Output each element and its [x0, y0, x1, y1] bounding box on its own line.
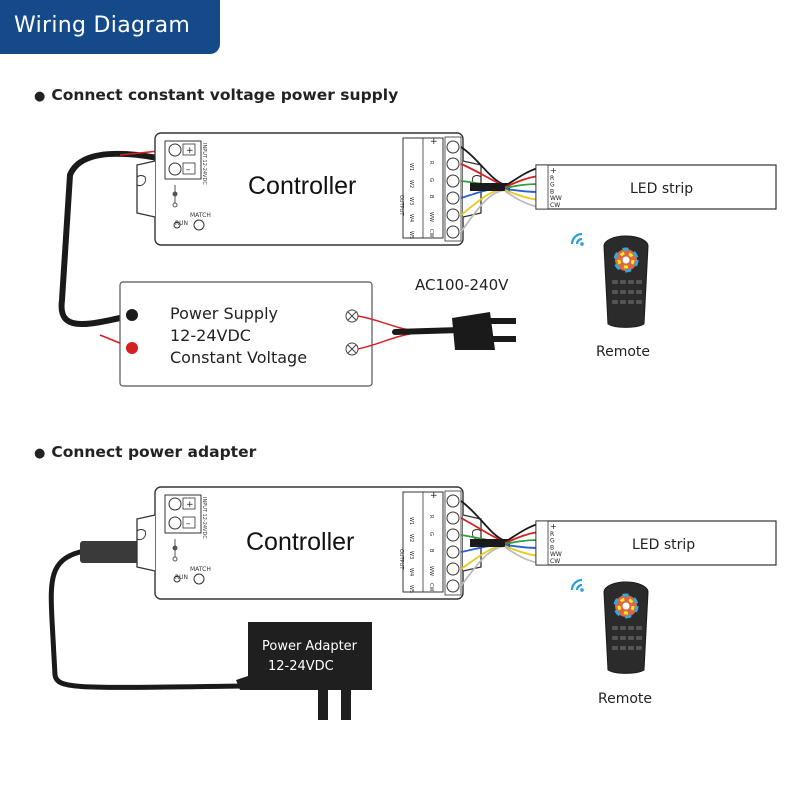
section-title-text: Connect constant voltage power supply [51, 86, 399, 104]
led-strip-pin-label: R [550, 175, 554, 182]
ac-cable [392, 327, 463, 335]
led-strip-pin-label: B [550, 544, 554, 551]
output-terminal-label: B [428, 195, 434, 199]
led-strip-pin-label: G [550, 538, 555, 545]
output-terminal-label: W5 [408, 231, 414, 239]
input-minus-label: – [186, 519, 191, 529]
output-terminal-label: WW [428, 212, 434, 222]
power-supply-line1: Power Supply [170, 304, 278, 323]
led-strip-pin-label: WW [550, 195, 562, 202]
output-terminal-label: W1 [408, 517, 414, 525]
section-title-text: Connect power adapter [51, 443, 257, 461]
remote-control-icon [602, 234, 650, 329]
output-label: OUTPUT [398, 195, 404, 216]
adapter-line2: 12-24VDC [268, 659, 334, 674]
run-label: RUN [175, 220, 188, 227]
dc-plug-icon [80, 541, 142, 563]
led-strip-pin-label: CW [550, 558, 560, 565]
remote-label: Remote [598, 691, 652, 707]
led-strip-pin-label: WW [550, 551, 562, 558]
led-strip-pin-label: CW [550, 202, 560, 209]
output-terminal-label: W3 [408, 551, 414, 559]
output-terminal-label: + [430, 137, 438, 147]
output-terminal-label: W2 [408, 534, 414, 542]
section-title-power-supply: ● Connect constant voltage power supply [34, 86, 398, 104]
output-terminal-label: CW [428, 583, 434, 591]
rgbww-output-wires [460, 146, 539, 233]
ac-plug-icon [452, 312, 495, 350]
wireless-signal-icon [570, 232, 585, 247]
section-1-diagram: Controller RUN MATCH [58, 132, 777, 387]
page-title: Wiring Diagram [14, 13, 191, 38]
led-strip-pin-label: R [550, 531, 554, 538]
adapter-prong-right [341, 690, 351, 720]
output-terminal-label: W2 [408, 180, 414, 188]
input-voltage-label: INPUT 12-24VDC [201, 143, 207, 185]
led-strip [535, 164, 777, 210]
led-strip-pin-label: G [550, 182, 555, 189]
ac-terminal-icon [345, 309, 359, 356]
led-strip-label: LED strip [630, 181, 693, 197]
header-banner: Wiring Diagram [0, 0, 220, 54]
output-terminal-label: B [428, 549, 434, 553]
output-terminal-label: W4 [408, 214, 414, 222]
wireless-signal-icon [570, 578, 585, 593]
output-terminal-label: W1 [408, 163, 414, 171]
output-terminal-label: W5 [408, 585, 414, 593]
output-terminal-label: W4 [408, 568, 414, 576]
output-terminal-label: R [428, 161, 434, 165]
output-terminal-label: G [428, 178, 434, 182]
output-terminal-label: R [428, 515, 434, 519]
power-adapter-box [236, 622, 372, 690]
input-plus-label: + [186, 500, 194, 510]
section-title-power-adapter: ● Connect power adapter [34, 443, 256, 461]
adapter-line1: Power Adapter [262, 639, 358, 654]
remote-label: Remote [596, 344, 650, 360]
match-label: MATCH [190, 566, 211, 573]
ps-negative-terminal [126, 309, 138, 321]
adapter-prong-left [318, 690, 328, 720]
led-strip [535, 520, 777, 566]
output-terminal-label: G [428, 532, 434, 536]
power-supply-box [119, 281, 373, 387]
match-label: MATCH [190, 212, 211, 219]
remote-control-icon [602, 580, 650, 675]
controller-label: Controller [248, 172, 356, 200]
led-strip-pin-label: + [550, 166, 557, 175]
output-label: OUTPUT [398, 549, 404, 570]
run-label: RUN [175, 574, 188, 581]
led-strip-label: LED strip [632, 537, 695, 553]
input-voltage-label: INPUT 12-24VDC [201, 497, 207, 539]
output-terminal-label: CW [428, 229, 434, 237]
power-supply-line2: 12-24VDC [170, 326, 251, 345]
led-strip-pin-label: B [550, 188, 554, 195]
rgbww-output-wires [460, 500, 539, 587]
input-minus-label: – [186, 165, 191, 175]
controller-label: Controller [246, 528, 354, 556]
ac-voltage-label: AC100-240V [415, 276, 509, 294]
input-plus-label: + [186, 146, 194, 156]
led-strip-pin-label: + [550, 522, 557, 531]
bullet-icon: ● [34, 446, 46, 461]
output-terminal-label: W3 [408, 197, 414, 205]
bullet-icon: ● [34, 89, 46, 104]
dc-adapter-cable [48, 549, 248, 690]
output-terminal-label: + [430, 491, 438, 501]
ps-positive-terminal [126, 342, 138, 354]
section-2-diagram: Controller RUN MATCH LED strip [48, 486, 777, 720]
output-terminal-label: WW [428, 566, 434, 576]
power-supply-line3: Constant Voltage [170, 348, 307, 367]
